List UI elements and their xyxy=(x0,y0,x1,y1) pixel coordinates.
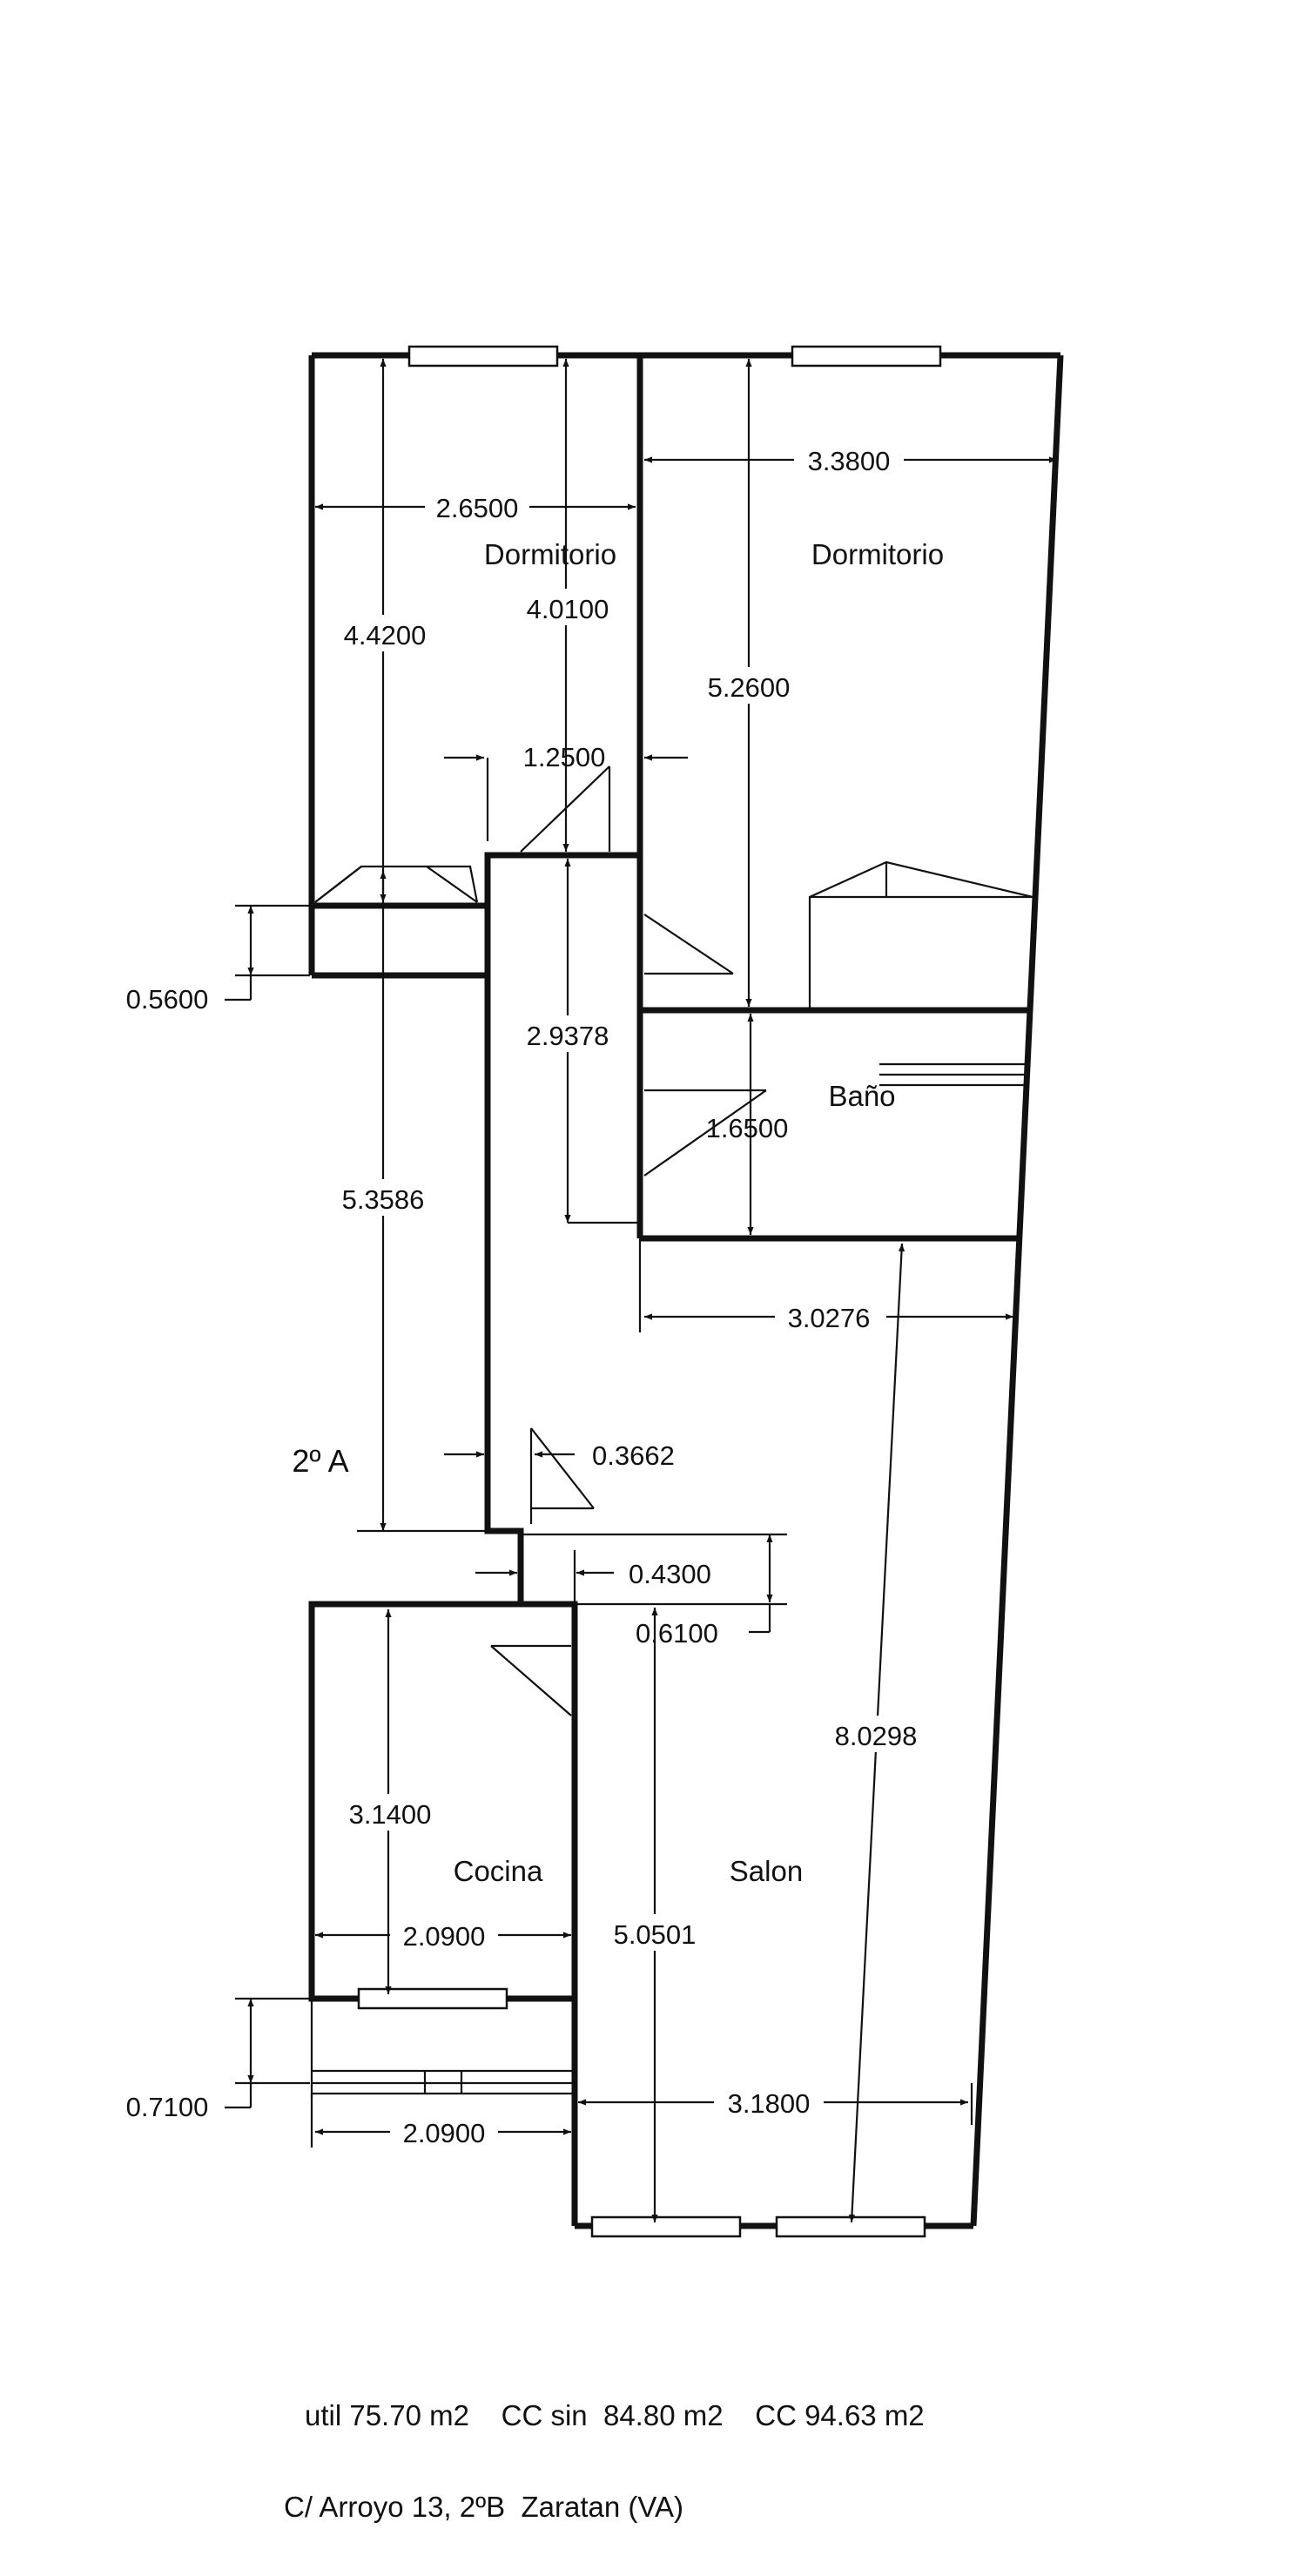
dim-2-0900-cocina: 2.0900 xyxy=(403,1921,486,1952)
dim-3-0276: 3.0276 xyxy=(788,1303,871,1333)
dim-0-5600: 0.5600 xyxy=(126,984,209,1015)
closet-dorm2 xyxy=(808,860,1033,1010)
room-labels: Dormitorio Dormitorio Baño Cocina Salon … xyxy=(292,538,944,1887)
door-dorm2 xyxy=(643,914,734,974)
dim-1-6500: 1.6500 xyxy=(706,1113,789,1143)
dim-4-0100: 4.0100 xyxy=(527,594,609,624)
area-summary: util 75.70 m2 CC sin 84.80 m2 CC 94.63 m… xyxy=(305,2399,925,2431)
dim-5-2600: 5.2600 xyxy=(708,672,791,703)
wall-corridor-west xyxy=(312,852,640,979)
dim-3-1800: 3.1800 xyxy=(728,2088,811,2119)
dimension-lines xyxy=(225,359,1057,2223)
dim-0-6100: 0.6100 xyxy=(636,1618,718,1649)
door-bano xyxy=(643,1089,767,1177)
dim-0-4300: 0.4300 xyxy=(629,1559,711,1589)
room-label-dormitorio-2: Dormitorio xyxy=(811,538,944,570)
room-label-cocina: Cocina xyxy=(454,1855,543,1887)
dim-2-9378: 2.9378 xyxy=(527,1021,609,1051)
window-dorm2 xyxy=(791,345,942,368)
dim-3-3800: 3.3800 xyxy=(808,446,891,476)
dim-0-3662: 0.3662 xyxy=(592,1440,675,1471)
floor-label: 2º A xyxy=(292,1443,348,1479)
window-salon-2 xyxy=(775,2215,926,2238)
dim-8-0298: 8.0298 xyxy=(835,1721,918,1751)
dim-0-7100: 0.7100 xyxy=(126,2092,209,2122)
window-cocina xyxy=(357,1987,508,2010)
window-dorm1 xyxy=(407,345,559,368)
windows xyxy=(357,345,1026,2238)
dim-2-6500: 2.6500 xyxy=(436,493,519,523)
dimension-labels: 2.6500 3.3800 4.4200 4.0100 5.2600 1.250… xyxy=(126,441,932,2149)
address: C/ Arroyo 13, 2ºB Zaratan (VA) xyxy=(284,2491,683,2523)
dim-4-4200: 4.4200 xyxy=(344,620,427,651)
dim-5-0501: 5.0501 xyxy=(614,1919,697,1950)
door-cocina xyxy=(490,1645,572,1716)
balcony xyxy=(310,1999,575,2099)
dim-1-2500: 1.2500 xyxy=(523,742,606,772)
room-label-bano: Baño xyxy=(828,1080,895,1112)
dim-2-0900-balcon: 2.0900 xyxy=(403,2118,486,2148)
wall-east xyxy=(970,354,1064,2227)
room-label-dormitorio-1: Dormitorio xyxy=(484,538,616,570)
window-salon-1 xyxy=(590,2215,742,2238)
room-label-salon: Salon xyxy=(730,1855,803,1887)
wall-corridor-lower xyxy=(484,975,524,1604)
dim-3-1400: 3.1400 xyxy=(349,1799,432,1830)
dim-5-3586: 5.3586 xyxy=(342,1184,425,1215)
door-corridor xyxy=(530,1427,595,1509)
footer: util 75.70 m2 CC sin 84.80 m2 CC 94.63 m… xyxy=(284,2399,925,2523)
